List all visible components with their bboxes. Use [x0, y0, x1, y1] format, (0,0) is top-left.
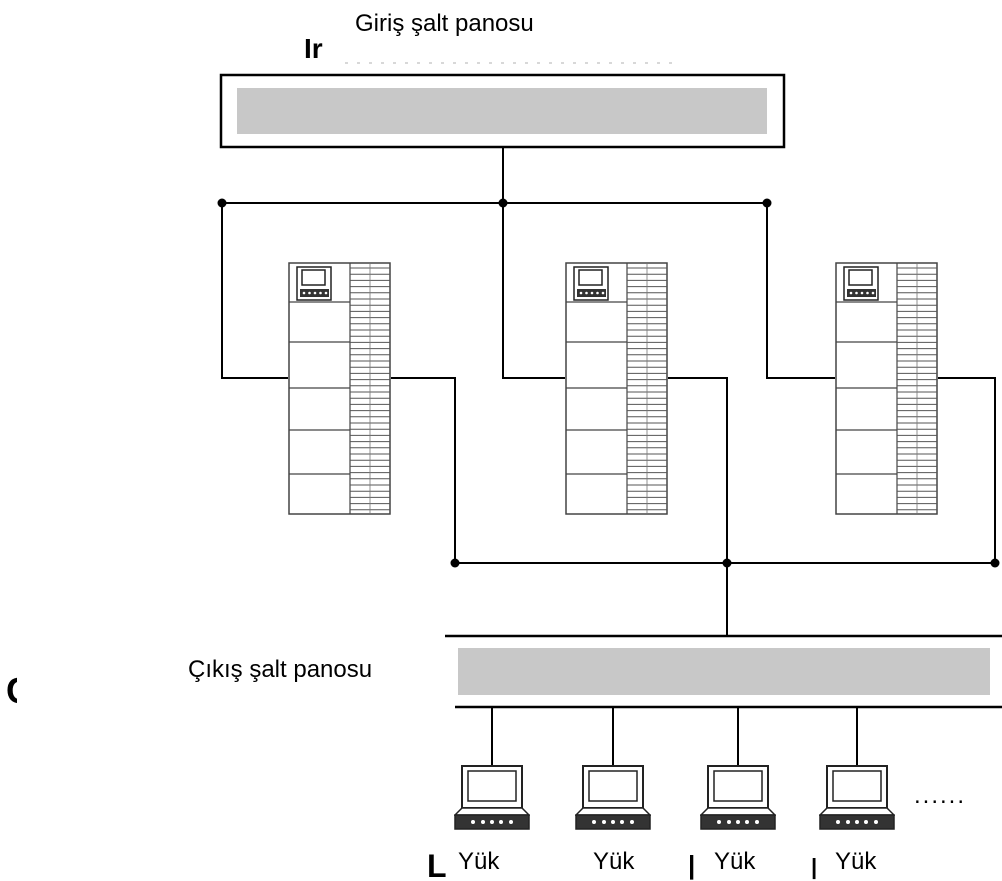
input-junction-right [762, 198, 772, 208]
input-panel-title: Giriş şalt panosu [355, 10, 534, 37]
output-switchgear-busbar [458, 648, 990, 695]
ups-cabinet-icon [288, 262, 391, 515]
input-junction-center [498, 198, 508, 208]
ups3-input-wire [766, 203, 835, 379]
ups2-input-wire [502, 203, 565, 379]
laptop-icon [575, 765, 651, 830]
ups1-output-wire [391, 377, 456, 563]
stray-left-glyph: C [6, 670, 32, 711]
load-label: Yük [593, 848, 635, 875]
separator-glyph: | [811, 854, 817, 879]
output-junction-right [990, 558, 1000, 568]
ups-cabinet-icon [835, 262, 938, 515]
output-panel-title: Çıkış şalt panosu [188, 656, 372, 683]
ups2-output-wire [668, 377, 728, 563]
output-junction-center [722, 558, 732, 568]
output-junction-left [450, 558, 460, 568]
more-loads-indicator: ...... [914, 782, 966, 809]
load-label: Yük [835, 848, 877, 875]
separator-glyph: | [688, 850, 695, 880]
laptop-icon [700, 765, 776, 830]
load-label: Yük [458, 848, 500, 875]
stray-bottom-glyph: L [427, 848, 447, 881]
ups-cabinet-icon [565, 262, 668, 515]
laptop-icon [454, 765, 530, 830]
stray-top-glyph: Ir [304, 33, 323, 64]
input-switchgear-busbar [237, 88, 767, 134]
ups1-input-wire [221, 203, 288, 379]
laptop-icon [819, 765, 895, 830]
ups3-output-wire [938, 377, 996, 563]
input-junction-left [217, 198, 227, 208]
load-label: Yük [714, 848, 756, 875]
